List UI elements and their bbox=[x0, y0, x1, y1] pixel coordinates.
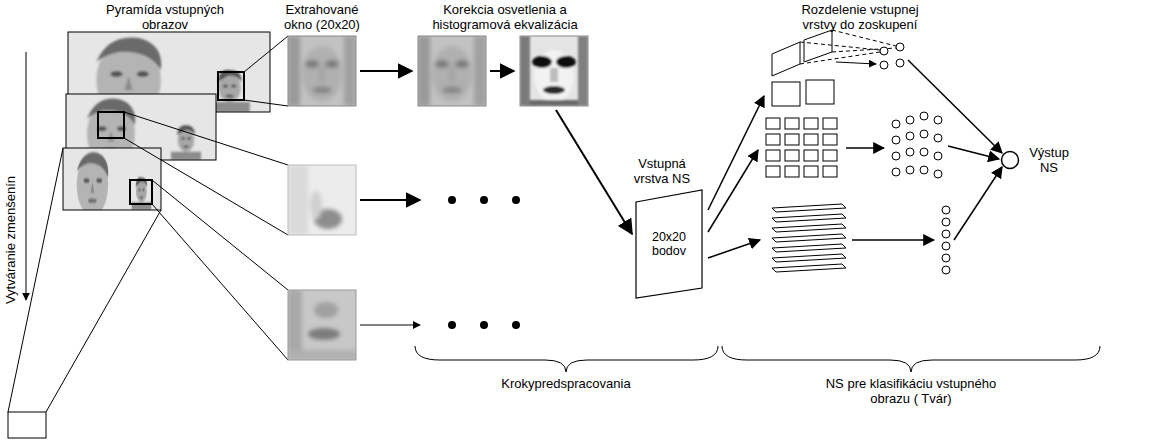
layer-heading: Vstupná vrstva NS bbox=[620, 156, 704, 186]
flow-arrows bbox=[360, 71, 632, 325]
ellipsis-dots bbox=[448, 196, 520, 329]
neuron-border bbox=[1002, 152, 1019, 169]
preprocess-title: Korekcia osvetlenia a histogramová ekval… bbox=[420, 2, 590, 32]
output-label: Výstup NS bbox=[1024, 145, 1074, 175]
extracted-windows bbox=[288, 36, 356, 360]
braces bbox=[415, 346, 1100, 372]
receptive-fields-quarters bbox=[772, 30, 904, 106]
layer-body: 20x20 bodov bbox=[634, 188, 704, 300]
receptive-fields-stripes bbox=[772, 204, 950, 274]
layer-text: 20x20 bodov bbox=[646, 230, 692, 258]
input-layer: Vstupná vrstva NS 20x20 bodov bbox=[612, 156, 712, 300]
extraction-lines bbox=[124, 36, 288, 360]
layer-shape: 20x20 bodov bbox=[634, 188, 704, 300]
preprocessed-windows bbox=[418, 36, 588, 106]
brace-label: Krokypredspracovania bbox=[466, 376, 666, 391]
pyramid-title: Pyramída vstupných obrazov bbox=[85, 2, 245, 32]
output-neuron: Výstup NS bbox=[1000, 145, 1074, 175]
neuron-circle bbox=[1000, 150, 1020, 170]
receptive-fields-grid bbox=[766, 112, 942, 178]
merge-arrows bbox=[908, 60, 1002, 240]
image-pyramid bbox=[8, 32, 270, 438]
split-arrows bbox=[708, 96, 764, 258]
window-title: Extrahované okno (20x20) bbox=[272, 2, 372, 32]
brace-label: NS pre klasifikáciu vstupného obrazu ( T… bbox=[811, 376, 1011, 406]
grouping-title: Rozdelenie vstupnej vrstvy do zoskupení bbox=[790, 2, 930, 32]
parallelogram-border bbox=[636, 190, 702, 298]
scale-arrow bbox=[26, 52, 27, 300]
scale-label: Vytváranie zmenšenín bbox=[3, 140, 19, 340]
